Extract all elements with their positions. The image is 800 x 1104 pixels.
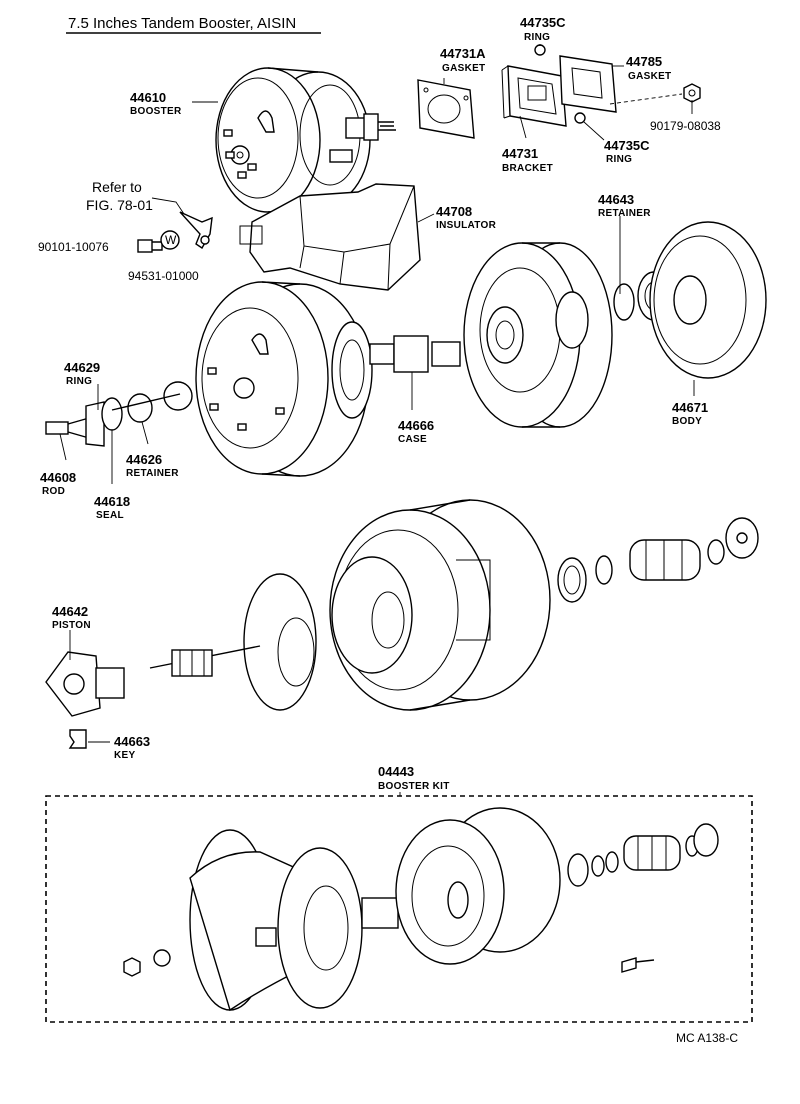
- bracket-44731-drawing: [501, 65, 567, 127]
- rear-housing-drawing: [329, 499, 551, 711]
- part-name: RING: [606, 154, 632, 165]
- part-name: BODY: [672, 416, 702, 427]
- figure-code: MC A138-C: [676, 1031, 738, 1045]
- label-44642: 44642 PISTON: [52, 604, 91, 631]
- fig-ref-bracket-drawing: [151, 197, 213, 249]
- part-number: 90101-10076: [38, 240, 109, 254]
- ring-top-drawing: [534, 44, 546, 56]
- label-44608: 44608 ROD: [40, 470, 76, 497]
- label-44626: 44626 RETAINER: [126, 452, 179, 479]
- part-name: PISTON: [52, 620, 91, 631]
- part-number: 90179-08038: [650, 119, 721, 133]
- part-name: RING: [66, 376, 92, 387]
- label-04443: 04443 BOOSTER KIT: [378, 764, 450, 792]
- part-number: 44785: [626, 54, 662, 69]
- booster-assembly-drawing: [215, 67, 396, 213]
- part-number: 44618: [94, 494, 130, 509]
- part-name: KEY: [114, 750, 135, 761]
- label-44663: 44663 KEY: [114, 734, 150, 761]
- ring-bottom-drawing: [574, 112, 586, 124]
- gasket-44785-drawing: [559, 55, 617, 113]
- part-number: 44671: [672, 400, 708, 415]
- key-44663-drawing: [68, 729, 87, 749]
- part-name: RETAINER: [126, 468, 179, 479]
- diaphragm-plate-drawing: [149, 573, 317, 711]
- piston-44642-drawing: [45, 651, 125, 717]
- part-name: GASKET: [628, 71, 671, 82]
- part-number: 44626: [126, 452, 162, 467]
- label-94531: 94531-01000: [128, 269, 199, 283]
- body-44671-drawing: [649, 221, 767, 379]
- part-name: RING: [524, 32, 550, 43]
- bolt-washer-drawing: W: [137, 230, 180, 253]
- part-number: 44610: [130, 90, 166, 105]
- label-44708: 44708 INSULATOR: [436, 204, 497, 231]
- insulator-drawing: [239, 183, 421, 291]
- label-44731: 44731 BRACKET: [502, 146, 553, 174]
- rod-assembly-drawing: [45, 381, 193, 447]
- label-refer-fig: Refer to FIG. 78-01: [86, 179, 153, 213]
- seal-plates-drawing: [557, 517, 759, 603]
- label-44785: 44785 GASKET: [626, 54, 671, 82]
- leader-lines: [59, 44, 695, 796]
- part-number: 94531-01000: [128, 269, 199, 283]
- part-number: 44731A: [440, 46, 486, 61]
- part-number: 04443: [378, 764, 414, 779]
- body-shell-drawing: [463, 242, 613, 428]
- part-number: 44663: [114, 734, 150, 749]
- part-name: RETAINER: [598, 208, 651, 219]
- refer-to-text: Refer to: [92, 179, 142, 195]
- part-name: GASKET: [442, 63, 485, 74]
- svg-text:W: W: [165, 233, 177, 247]
- label-44735c-bottom: 44735C RING: [604, 138, 650, 165]
- part-number: 44643: [598, 192, 634, 207]
- part-number: 44708: [436, 204, 472, 219]
- label-90101: 90101-10076: [38, 240, 109, 254]
- nut-drawing: [683, 83, 701, 103]
- label-44731a: 44731A GASKET: [440, 46, 486, 74]
- fig-ref-text: FIG. 78-01: [86, 197, 153, 213]
- label-90179: 90179-08038: [650, 119, 721, 133]
- part-name: BOOSTER KIT: [378, 781, 450, 792]
- part-name: BOOSTER: [130, 106, 182, 117]
- part-name: ROD: [42, 486, 65, 497]
- part-name: BRACKET: [502, 163, 553, 174]
- label-44666: 44666 CASE: [398, 418, 434, 445]
- label-44629: 44629 RING: [64, 360, 100, 387]
- part-number: 44629: [64, 360, 100, 375]
- diagram-title: 7.5 Inches Tandem Booster, AISIN: [68, 15, 296, 32]
- label-44618: 44618 SEAL: [94, 494, 130, 521]
- part-name: CASE: [398, 434, 427, 445]
- part-number: 44608: [40, 470, 76, 485]
- part-name: INSULATOR: [436, 220, 497, 231]
- gasket-44731a-drawing: [417, 79, 475, 139]
- booster-kit-drawing: [123, 807, 719, 1012]
- case-44666-drawing: [369, 335, 461, 373]
- front-shell-drawing: [195, 281, 373, 477]
- label-44610: 44610 BOOSTER: [130, 90, 182, 117]
- part-number: 44731: [502, 146, 538, 161]
- part-number: 44735C: [604, 138, 650, 153]
- label-44735c-top: 44735C RING: [520, 15, 566, 43]
- part-name: SEAL: [96, 510, 124, 521]
- part-number: 44642: [52, 604, 88, 619]
- label-44671: 44671 BODY: [672, 400, 708, 427]
- part-number: 44666: [398, 418, 434, 433]
- booster-kit-box: [45, 795, 753, 1023]
- part-number: 44735C: [520, 15, 566, 30]
- label-44643: 44643 RETAINER: [598, 192, 651, 219]
